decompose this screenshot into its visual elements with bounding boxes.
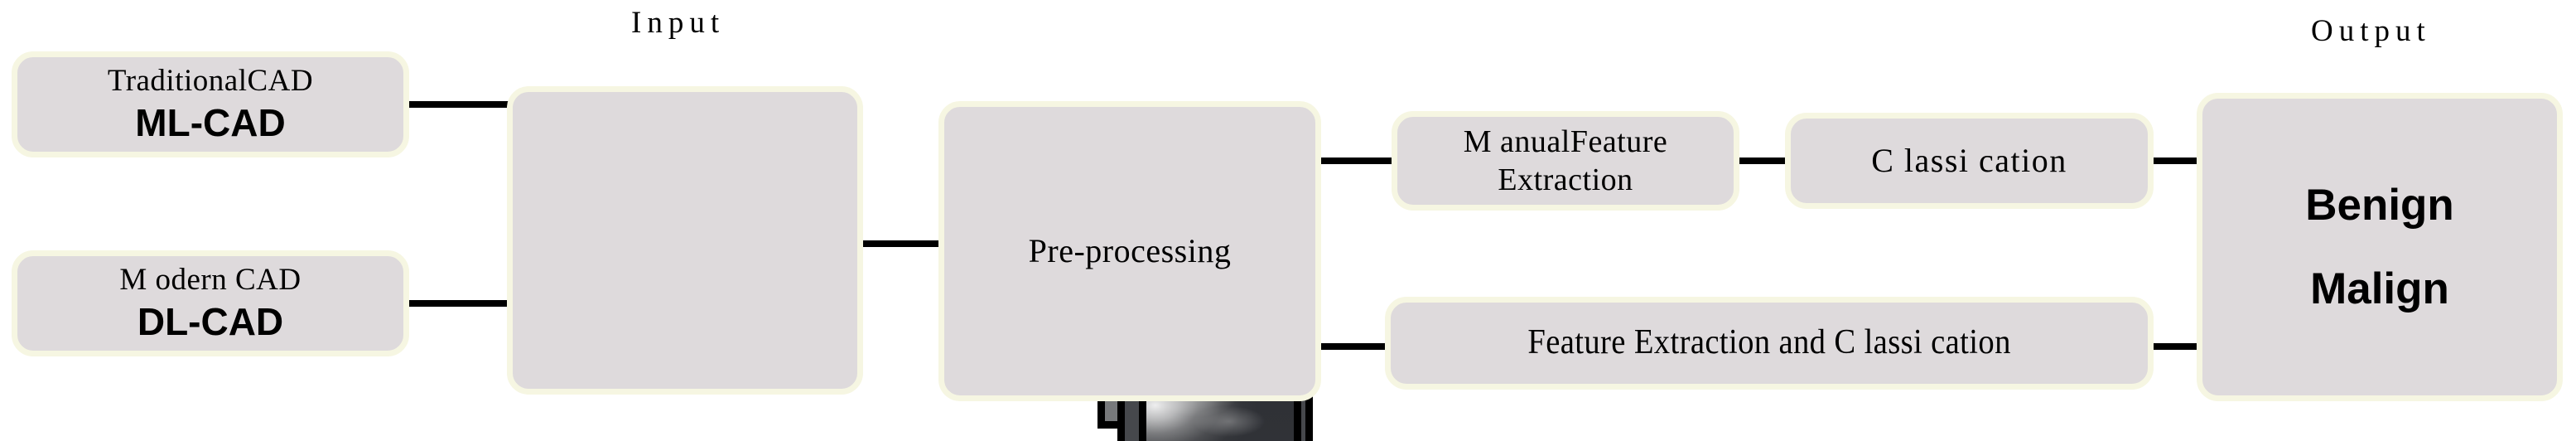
- node-ml-cad[interactable]: TraditionalCAD ML-CAD: [12, 51, 409, 158]
- manual-feature-extraction-line-1: M anualFeature: [1463, 124, 1668, 159]
- connector-input-to-preprocessing: [860, 240, 943, 247]
- ml-cad-name: ML-CAD: [135, 101, 286, 145]
- feature-extraction-and-classification-label: Feature Extraction and C lassi cation: [1527, 323, 2011, 362]
- connector-preprocessing-to-feature-extraction-and-classification: [1307, 343, 1390, 350]
- node-input-images[interactable]: L CC: [507, 86, 1313, 441]
- node-output[interactable]: Benign Malign: [2197, 93, 2563, 401]
- ml-cad-kicker: TraditionalCAD: [107, 64, 314, 99]
- output-label-malign: Malign: [2310, 264, 2449, 313]
- input-caption: Input: [631, 6, 726, 40]
- node-dl-cad[interactable]: M odern CAD DL-CAD: [12, 250, 409, 356]
- output-label-benign: Benign: [2305, 180, 2454, 230]
- output-caption: Output: [2311, 14, 2431, 48]
- connector-manual-feature-extraction-to-classification: [1736, 158, 1789, 164]
- manual-feature-extraction-line-2: Extraction: [1498, 162, 1633, 197]
- dl-cad-kicker: M odern CAD: [119, 263, 301, 298]
- connector-classification-to-output: [2152, 158, 2200, 164]
- connector-dl-cad-to-input: [409, 300, 510, 307]
- node-preprocessing[interactable]: Pre-processing: [938, 101, 1321, 401]
- node-feature-extraction-and-classification[interactable]: Feature Extraction and C lassi cation: [1385, 297, 2154, 390]
- connector-ml-cad-to-input: [409, 101, 510, 108]
- classification-label: C lassi cation: [1871, 142, 2067, 180]
- node-manual-feature-extraction[interactable]: M anualFeature Extraction: [1392, 111, 1739, 211]
- connector-feature-extraction-and-classification-to-output: [2152, 343, 2200, 350]
- dl-cad-name: DL-CAD: [137, 300, 284, 344]
- preprocessing-label: Pre-processing: [1028, 232, 1232, 270]
- node-classification[interactable]: C lassi cation: [1785, 113, 2154, 209]
- connector-preprocessing-to-manual-feature-extraction: [1319, 158, 1395, 164]
